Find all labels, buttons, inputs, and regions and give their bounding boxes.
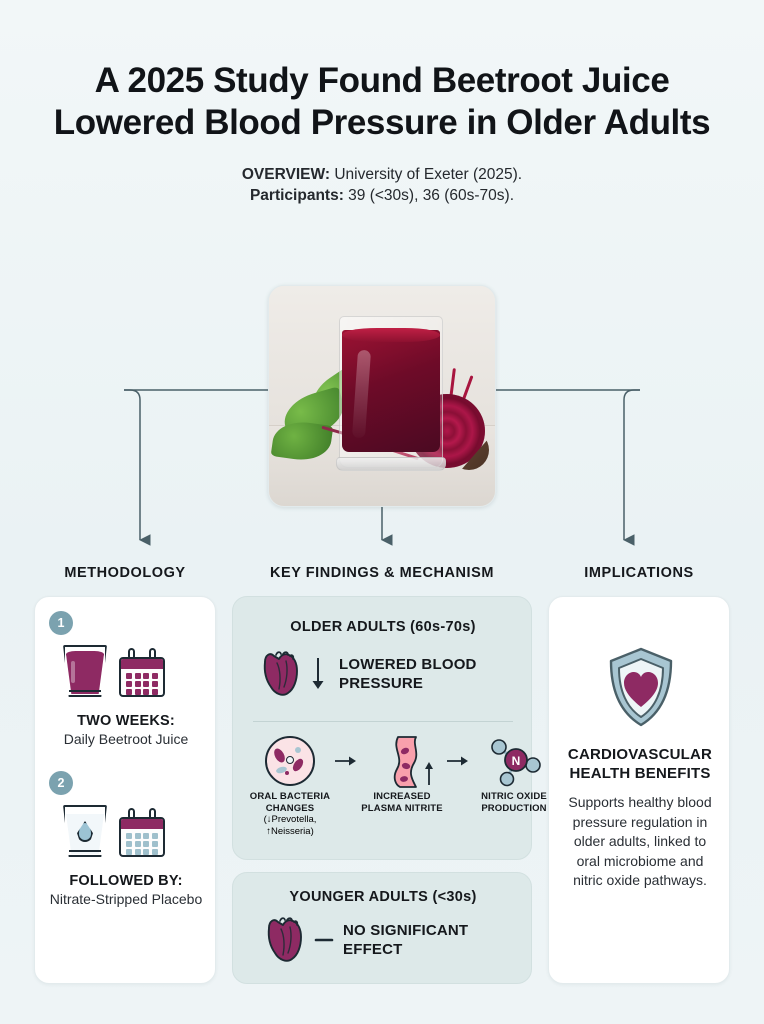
mechanism-note-1: (↓Prevotella, ↑Neisseria) xyxy=(263,814,317,837)
step-1-subtitle: Daily Beetroot Juice xyxy=(63,731,189,747)
step-1-icons xyxy=(63,645,165,697)
findings-divider xyxy=(253,721,513,722)
step-badge-2: 2 xyxy=(49,771,73,795)
arrow-down-icon xyxy=(305,656,331,692)
step-2-icons xyxy=(63,805,165,857)
step-badge-1: 1 xyxy=(49,611,73,635)
calendar-body xyxy=(119,657,165,697)
mechanism-label-2: INCREASED PLASMA NITRITE xyxy=(361,791,443,814)
older-adults-result-row: LOWERED BLOOD PRESSURE xyxy=(259,649,489,699)
step-2-subtitle: Nitrate-Stripped Placebo xyxy=(49,891,203,907)
juice-liquid xyxy=(342,330,440,452)
older-adults-result: LOWERED BLOOD PRESSURE xyxy=(339,656,477,692)
petri-dish-bacteria-icon xyxy=(247,733,333,789)
younger-adults-result: NO SIGNIFICANT EFFECT xyxy=(343,922,469,958)
juice-glass-photo xyxy=(336,316,446,471)
mechanism-label-1: ORAL BACTERIA CHANGES xyxy=(249,791,331,814)
step-1-label: TWO WEEKS: Daily Beetroot Juice xyxy=(35,713,217,749)
page-title: A 2025 Study Found Beetroot Juice Lowere… xyxy=(53,61,711,142)
bacterium xyxy=(285,771,289,775)
calendar-header xyxy=(121,819,163,829)
overview-value: University of Exeter (2025). xyxy=(330,166,523,183)
glass-base xyxy=(336,457,446,471)
calendar-dates xyxy=(121,669,163,695)
photo-content xyxy=(269,286,495,506)
glass-juice-surface xyxy=(66,651,104,658)
bacterium xyxy=(272,746,287,765)
anatomical-heart-icon xyxy=(263,915,309,965)
older-adults-heading: OLDER ADULTS (60s-70s) xyxy=(290,619,476,635)
calendar-body xyxy=(119,817,165,857)
younger-adults-result-row: NO SIGNIFICANT EFFECT xyxy=(263,915,493,965)
glass-bottom xyxy=(69,850,101,852)
blood-vessel xyxy=(384,735,433,788)
calendar-dates xyxy=(121,829,163,855)
glass-bottom xyxy=(69,690,101,692)
implications-title: CARDIOVASCULAR HEALTH BENEFITS xyxy=(567,746,713,782)
mechanism-label-3: NITRIC OXIDE PRODUCTION xyxy=(481,791,547,814)
bacterium xyxy=(286,756,294,764)
key-findings-card: OLDER ADULTS (60s-70s) LOWERED BLOOD PRE… xyxy=(232,596,547,860)
participants-label: Participants: xyxy=(249,187,344,204)
overview-label: OVERVIEW: xyxy=(241,166,331,183)
younger-adults-card: YOUNGER ADULTS (<30s) NO SIGNIFICANT EFF… xyxy=(232,872,532,984)
mechanism-step-3: N NITRIC OXIDE PRODUCTION xyxy=(471,733,557,814)
calendar-header xyxy=(121,659,163,669)
column-header-key-findings: KEY FINDINGS & MECHANISM xyxy=(269,565,494,581)
molecule-diagram: N xyxy=(487,737,541,787)
mechanism-arrow-icon xyxy=(445,733,471,789)
juice-glass-icon xyxy=(63,645,107,697)
calendar-blue-icon xyxy=(119,808,165,857)
glass-sheen xyxy=(71,661,75,683)
bacterium xyxy=(295,747,301,753)
mechanism-arrow-icon xyxy=(333,733,359,789)
header: A 2025 Study Found Beetroot Juice Lowere… xyxy=(50,60,714,206)
no-change-dash-icon xyxy=(309,936,339,944)
mechanism-step-2: INCREASED PLASMA NITRITE xyxy=(359,733,445,814)
petri-dish xyxy=(265,736,315,786)
beetroot-juice-photo xyxy=(268,285,496,507)
step-2-label: FOLLOWED BY: Nitrate-Stripped Placebo xyxy=(35,873,217,909)
younger-adults-heading: YOUNGER ADULTS (<30s) xyxy=(289,889,477,905)
methodology-card: 1 TWO WEEKS: Daily xyxy=(34,596,216,984)
overview-text: OVERVIEW: University of Exeter (2025). P… xyxy=(50,164,714,206)
mechanism-flow: ORAL BACTERIA CHANGES (↓Prevotella, ↑Nei… xyxy=(247,733,557,837)
nitric-oxide-molecule-icon: N xyxy=(471,733,557,789)
column-header-implications: IMPLICATIONS xyxy=(584,565,694,581)
water-glass-icon xyxy=(63,805,107,857)
mechanism-step-1: ORAL BACTERIA CHANGES (↓Prevotella, ↑Nei… xyxy=(247,733,333,837)
step-1-title: TWO WEEKS: xyxy=(77,713,175,729)
calendar-magenta-icon xyxy=(119,648,165,697)
step-2-title: FOLLOWED BY: xyxy=(69,873,183,889)
column-header-methodology: METHODOLOGY xyxy=(64,565,186,581)
implications-body: Supports healthy blood pressure regulati… xyxy=(568,794,712,888)
blood-vessel-icon xyxy=(359,733,445,789)
participants-value: 39 (<30s), 36 (60s-70s). xyxy=(343,187,515,204)
anatomical-heart-icon xyxy=(259,649,305,699)
implications-card: CARDIOVASCULAR HEALTH BENEFITS Supports … xyxy=(548,596,730,984)
glass-juice-fill xyxy=(66,654,104,694)
juice-foam xyxy=(342,328,440,342)
shield-heart-icon xyxy=(605,645,677,734)
svg-text:N: N xyxy=(512,754,521,768)
